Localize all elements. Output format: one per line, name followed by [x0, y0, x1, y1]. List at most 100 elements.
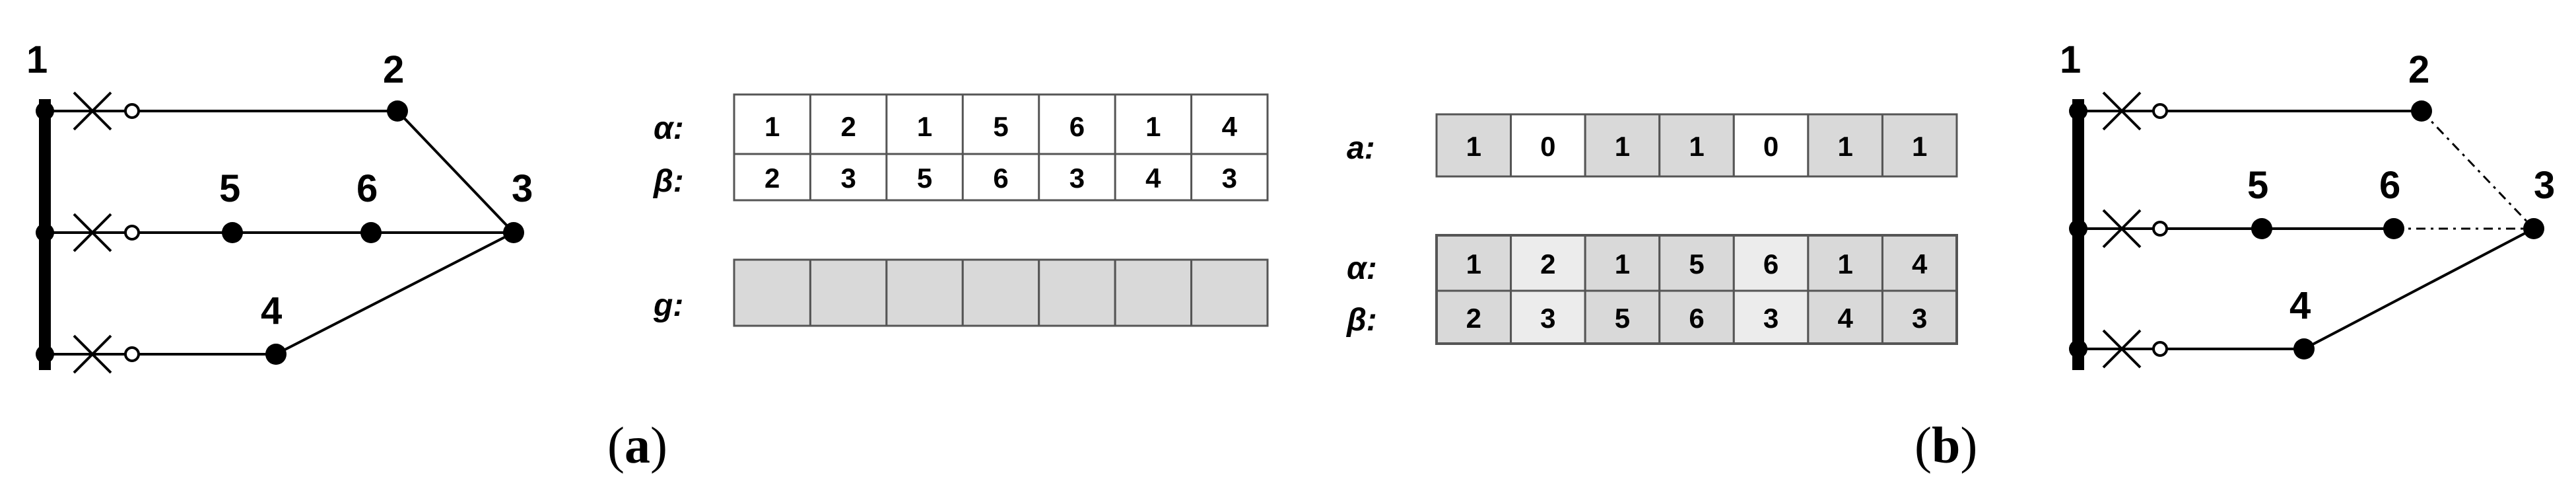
- alpha-cell: 6: [1069, 111, 1085, 142]
- a-row-label: a:: [1347, 131, 1375, 166]
- open-terminal-dot: [124, 346, 140, 362]
- switch-cross-icon: [73, 213, 112, 252]
- alpha-row-label: α:: [1347, 251, 1377, 286]
- alpha-cell-bg: [1584, 234, 1661, 292]
- alpha-row-label: α:: [654, 111, 684, 146]
- caption-a: (a): [607, 416, 667, 474]
- alpha-cell: 1: [1145, 111, 1161, 142]
- beta-cell: 2: [1466, 303, 1481, 334]
- beta-cell: 2: [764, 163, 780, 194]
- alpha-cell: 6: [1763, 248, 1779, 280]
- switch-cross-icon: [2102, 329, 2142, 369]
- node-5: [222, 222, 243, 243]
- alpha-cell: 4: [1222, 111, 1238, 142]
- beta-cell: 3: [1540, 303, 1555, 334]
- line-2-3-open: [2420, 110, 2535, 230]
- switch-cross-icon: [2102, 91, 2142, 131]
- a-cell-value: 1: [1615, 131, 1630, 162]
- open-terminal-dot: [124, 225, 140, 241]
- open-terminal-dot: [124, 103, 140, 119]
- beta-row-label: β:: [652, 164, 684, 199]
- a-cell-value: 0: [1763, 131, 1779, 162]
- beta-cell: 3: [1912, 303, 1927, 334]
- g-cell: [885, 258, 964, 327]
- node-label-4: 4: [2289, 284, 2311, 327]
- panel-b-alpha-beta-table: α: β: 1 2 2 3 1 5 5 6 6 3 1 4 4 3: [1345, 234, 1958, 345]
- node-6: [2383, 218, 2404, 239]
- g-cell: [1114, 258, 1193, 327]
- a-cell-value: 1: [1466, 131, 1481, 162]
- beta-cell-bg: [1510, 289, 1586, 345]
- beta-row-label: β:: [1345, 303, 1377, 338]
- beta-cell: 4: [1837, 303, 1853, 334]
- a-cell: [1584, 113, 1661, 178]
- switch-cross-icon: [73, 91, 112, 131]
- beta-cell-bg: [1807, 289, 1883, 345]
- beta-cell: 3: [1069, 163, 1085, 194]
- node-label-5: 5: [219, 167, 240, 210]
- panel-a-g-row: g:: [653, 258, 1269, 327]
- beta-cell: 3: [840, 163, 856, 194]
- beta-cell-bg: [1732, 289, 1810, 345]
- beta-cell: 3: [1222, 163, 1237, 194]
- node-4: [2293, 338, 2315, 359]
- node-label-4: 4: [261, 289, 282, 332]
- node-2: [387, 100, 408, 122]
- a-cell: [1881, 113, 1958, 178]
- bus-label: 1: [2060, 38, 2081, 81]
- line-2-3: [396, 110, 515, 234]
- table-frame: [1435, 234, 1958, 345]
- beta-cell: 4: [1145, 163, 1161, 194]
- node-label-6: 6: [2379, 164, 2400, 207]
- node-3: [503, 222, 524, 243]
- g-row-label: g:: [653, 288, 683, 323]
- node-4: [265, 344, 287, 365]
- node-3: [2523, 218, 2544, 239]
- alpha-cell: 4: [1912, 248, 1928, 280]
- alpha-cell: 1: [1615, 248, 1630, 280]
- alpha-cell-bg: [1881, 234, 1958, 292]
- g-cell: [1190, 258, 1269, 327]
- line-4-3: [275, 231, 514, 356]
- alpha-cell: 1: [1837, 248, 1852, 280]
- a-cell-value: 1: [1837, 131, 1852, 162]
- open-terminal-dot: [2152, 221, 2168, 237]
- beta-cell: 6: [1689, 303, 1704, 334]
- a-cell-value: 0: [1540, 131, 1555, 162]
- node-2: [2411, 100, 2432, 122]
- alpha-cell: 1: [1466, 248, 1481, 280]
- g-cell: [1038, 258, 1116, 327]
- g-cell: [961, 258, 1040, 327]
- a-cell-value: 1: [1689, 131, 1704, 162]
- g-cell: [809, 258, 888, 327]
- open-terminal-dot: [2152, 341, 2168, 357]
- beta-cell: 6: [993, 163, 1008, 194]
- bus-label: 1: [26, 38, 48, 81]
- a-cell-value: 1: [1912, 131, 1927, 162]
- panel-a-network: 1: [26, 38, 533, 374]
- alpha-cell: 2: [1540, 248, 1555, 280]
- node-label-3: 3: [2534, 164, 2555, 207]
- node-5: [2251, 218, 2272, 239]
- open-terminal-dot: [2152, 103, 2168, 119]
- alpha-cell: 2: [840, 111, 856, 142]
- node-label-5: 5: [2247, 164, 2268, 207]
- switch-cross-icon: [73, 334, 112, 374]
- node-label-2: 2: [383, 48, 404, 91]
- table-frame: [733, 93, 1269, 202]
- alpha-cell: 1: [917, 111, 932, 142]
- beta-cell: 5: [1615, 303, 1630, 334]
- beta-cell: 5: [917, 163, 932, 194]
- a-cell: [1510, 113, 1586, 178]
- alpha-cell: 5: [1689, 248, 1704, 280]
- alpha-cell: 5: [993, 111, 1008, 142]
- node-label-2: 2: [2408, 48, 2429, 91]
- node-label-3: 3: [512, 167, 533, 210]
- switch-cross-icon: [2102, 209, 2142, 248]
- panel-b-network: 1 2 5: [2060, 38, 2555, 370]
- beta-cell: 3: [1763, 303, 1779, 334]
- a-cell: [1658, 113, 1735, 178]
- caption-b: (b): [1915, 416, 1977, 474]
